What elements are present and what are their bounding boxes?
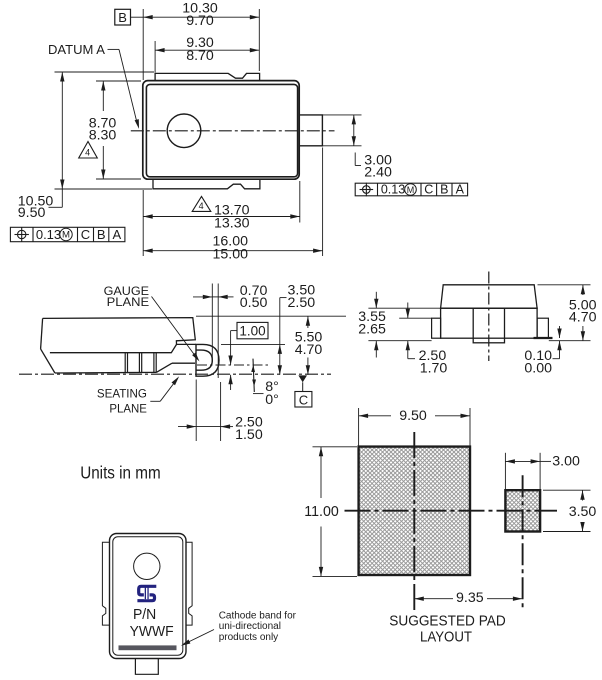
svg-text:A: A [456, 183, 465, 197]
svg-text:8.70: 8.70 [186, 48, 214, 64]
svg-text:3.50: 3.50 [288, 283, 316, 299]
svg-text:PLANE: PLANE [109, 401, 147, 415]
svg-text:1.00: 1.00 [239, 323, 265, 338]
svg-text:11.00: 11.00 [304, 504, 339, 520]
svg-text:10.50: 10.50 [18, 193, 54, 209]
svg-text:Cathode band for: Cathode band for [219, 610, 297, 621]
svg-text:5.00: 5.00 [569, 297, 597, 313]
svg-text:A: A [113, 227, 122, 242]
svg-text:0.10: 0.10 [524, 348, 552, 364]
svg-text:M: M [407, 185, 414, 195]
svg-text:1.70: 1.70 [420, 361, 448, 377]
svg-text:2.40: 2.40 [364, 165, 392, 181]
svg-text:Units in mm: Units in mm [80, 463, 161, 483]
svg-text:9.35: 9.35 [456, 590, 484, 606]
svg-text:9.30: 9.30 [186, 35, 214, 51]
svg-text:0°: 0° [265, 392, 279, 408]
svg-text:4: 4 [85, 148, 90, 158]
svg-text:P/N: P/N [133, 607, 156, 623]
svg-text:13.30: 13.30 [214, 215, 250, 231]
svg-text:0.13: 0.13 [36, 227, 61, 242]
svg-text:PLANE: PLANE [107, 295, 150, 309]
svg-text:16.00: 16.00 [213, 233, 249, 249]
svg-text:C: C [299, 392, 308, 407]
svg-text:8°: 8° [265, 379, 279, 395]
svg-text:0.50: 0.50 [240, 295, 268, 311]
svg-text:5.50: 5.50 [295, 329, 323, 345]
svg-text:9.50: 9.50 [399, 408, 427, 424]
svg-text:0.70: 0.70 [240, 283, 268, 299]
svg-text:1.50: 1.50 [235, 427, 263, 443]
svg-text:4.70: 4.70 [569, 310, 597, 326]
svg-text:2.50: 2.50 [235, 414, 263, 430]
svg-text:SUGGESTED PAD: SUGGESTED PAD [389, 614, 506, 630]
svg-text:2.50: 2.50 [288, 295, 316, 311]
svg-text:15.00: 15.00 [213, 246, 249, 262]
svg-text:8.30: 8.30 [89, 127, 117, 143]
svg-text:3.50: 3.50 [569, 504, 597, 520]
svg-text:SEATING: SEATING [97, 387, 147, 401]
svg-text:LAYOUT: LAYOUT [420, 629, 472, 645]
svg-text:C: C [81, 227, 90, 242]
svg-text:2.50: 2.50 [419, 348, 447, 364]
svg-text:B: B [440, 183, 448, 197]
svg-text:3.00: 3.00 [552, 453, 580, 469]
svg-text:B: B [97, 227, 106, 242]
svg-text:B: B [118, 10, 127, 25]
svg-text:0.00: 0.00 [524, 361, 552, 377]
svg-text:uni-directional: uni-directional [219, 621, 281, 632]
svg-text:13.70: 13.70 [214, 203, 250, 219]
svg-text:3.00: 3.00 [364, 152, 392, 168]
svg-text:2.65: 2.65 [358, 322, 386, 338]
svg-text:9.70: 9.70 [186, 13, 214, 29]
svg-text:GAUGE: GAUGE [104, 284, 150, 298]
svg-text:C: C [424, 183, 433, 197]
svg-text:M: M [62, 229, 70, 240]
svg-text:products only: products only [219, 632, 278, 643]
svg-text:3.55: 3.55 [358, 309, 386, 325]
svg-text:10.30: 10.30 [182, 1, 218, 17]
svg-text:9.50: 9.50 [18, 205, 46, 221]
svg-text:YWWF: YWWF [130, 624, 174, 640]
svg-text:4: 4 [199, 201, 204, 211]
svg-text:8.70: 8.70 [89, 116, 117, 132]
svg-text:4.70: 4.70 [295, 342, 323, 358]
svg-text:DATUM A: DATUM A [48, 42, 105, 57]
svg-text:0.13: 0.13 [381, 183, 405, 197]
